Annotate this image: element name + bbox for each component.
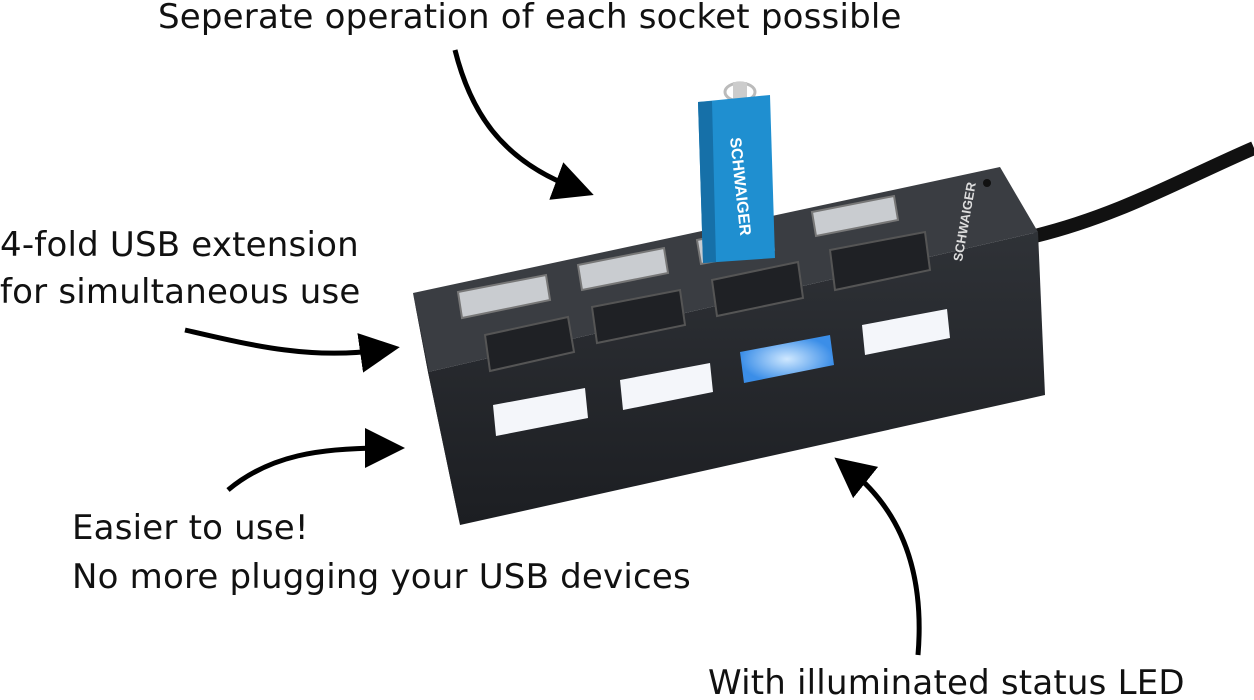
usb-port-4[interactable]	[810, 194, 900, 238]
arrow-bottom-left	[226, 428, 405, 492]
caption-separate-operation: Seperate operation of each socket possib…	[158, 0, 902, 37]
usb-port-2[interactable]	[576, 246, 670, 292]
power-led-hole	[983, 179, 991, 187]
switch-1[interactable]	[483, 315, 576, 373]
hub-left-face	[413, 293, 460, 525]
status-led-4	[862, 309, 950, 355]
caption-easier-line1: Easier to use!	[72, 508, 309, 548]
usb-stick: SCHWAIGER	[698, 81, 775, 263]
usb-port-1[interactable]	[456, 273, 552, 320]
power-switches	[483, 230, 932, 373]
arrow-left	[184, 327, 400, 373]
caption-status-led: With illuminated status LED	[708, 663, 1185, 700]
hub-front-face	[428, 232, 1045, 525]
usb-cable	[1033, 141, 1254, 243]
caption-4-fold-line1: 4-fold USB extension	[0, 225, 359, 265]
status-led-2	[620, 363, 713, 410]
switch-3[interactable]	[710, 260, 805, 318]
caption-easier-line2: No more plugging your USB devices	[72, 557, 691, 597]
status-led-1	[493, 388, 588, 436]
switch-2[interactable]	[590, 288, 687, 345]
arrow-top	[452, 49, 594, 200]
switch-4[interactable]	[828, 230, 932, 292]
arrow-bottom-right	[834, 457, 922, 656]
caption-4-fold-line2: for simultaneous use	[0, 272, 361, 312]
status-led-3	[740, 335, 834, 383]
